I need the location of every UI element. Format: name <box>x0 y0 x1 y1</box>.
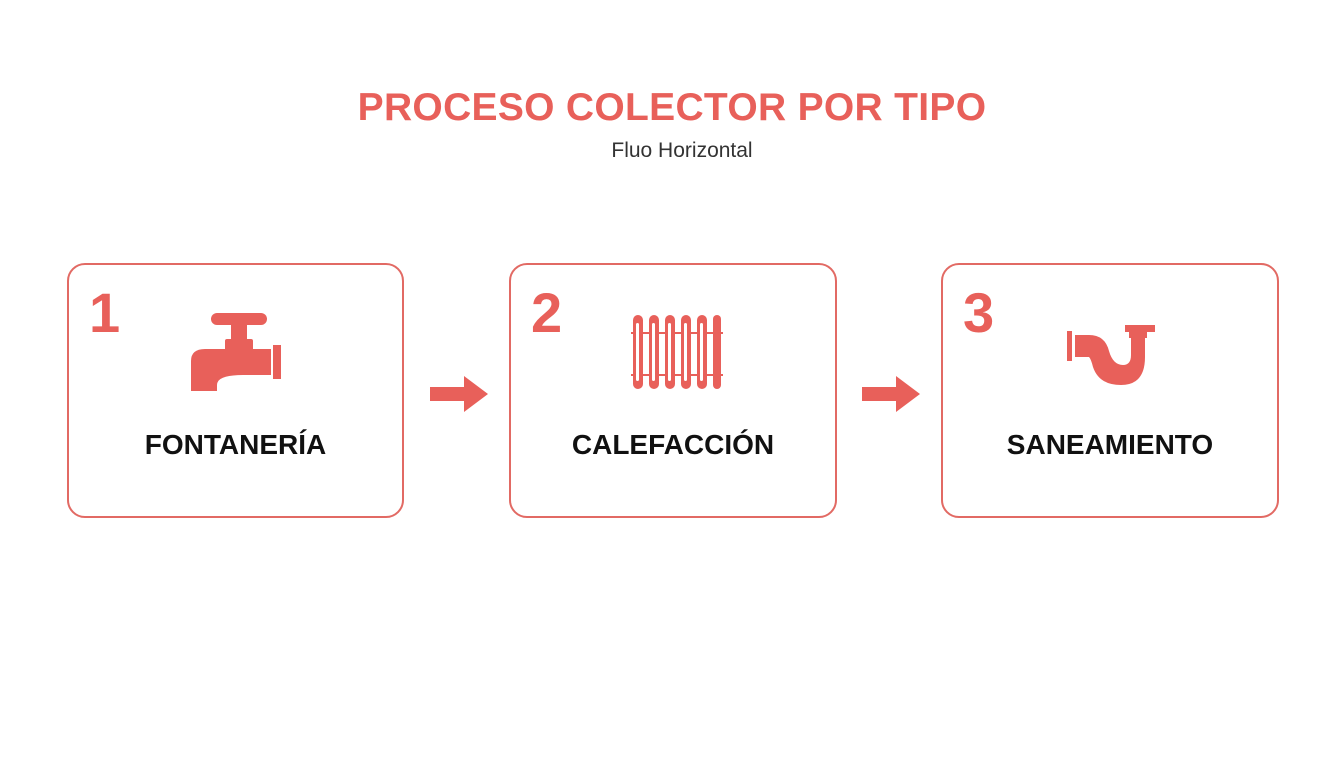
faucet-icon <box>191 313 281 391</box>
diagram-title: PROCESO COLECTOR POR TIPO <box>357 86 987 129</box>
arrow-right-icon <box>862 376 920 412</box>
diagram-subtitle: Fluo Horizontal <box>611 139 753 162</box>
radiator-icon <box>631 315 723 389</box>
step-label: FONTANERÍA <box>144 429 327 460</box>
step-number: 2 <box>531 281 563 344</box>
arrow-right-icon <box>430 376 488 412</box>
step-label: CALEFACCIÓN <box>571 429 775 460</box>
step-number: 3 <box>963 281 995 344</box>
step-card-calefaccion: 2 CALEFACCIÓN <box>509 263 837 518</box>
drain-pipe-icon <box>1067 325 1155 385</box>
step-label: SANEAMIENTO <box>1006 429 1214 460</box>
step-card-saneamiento: 3 SANEAMIENTO <box>941 263 1279 518</box>
step-number: 1 <box>89 281 121 344</box>
step-card-fontaneria: 1 FONTANERÍA <box>67 263 404 518</box>
